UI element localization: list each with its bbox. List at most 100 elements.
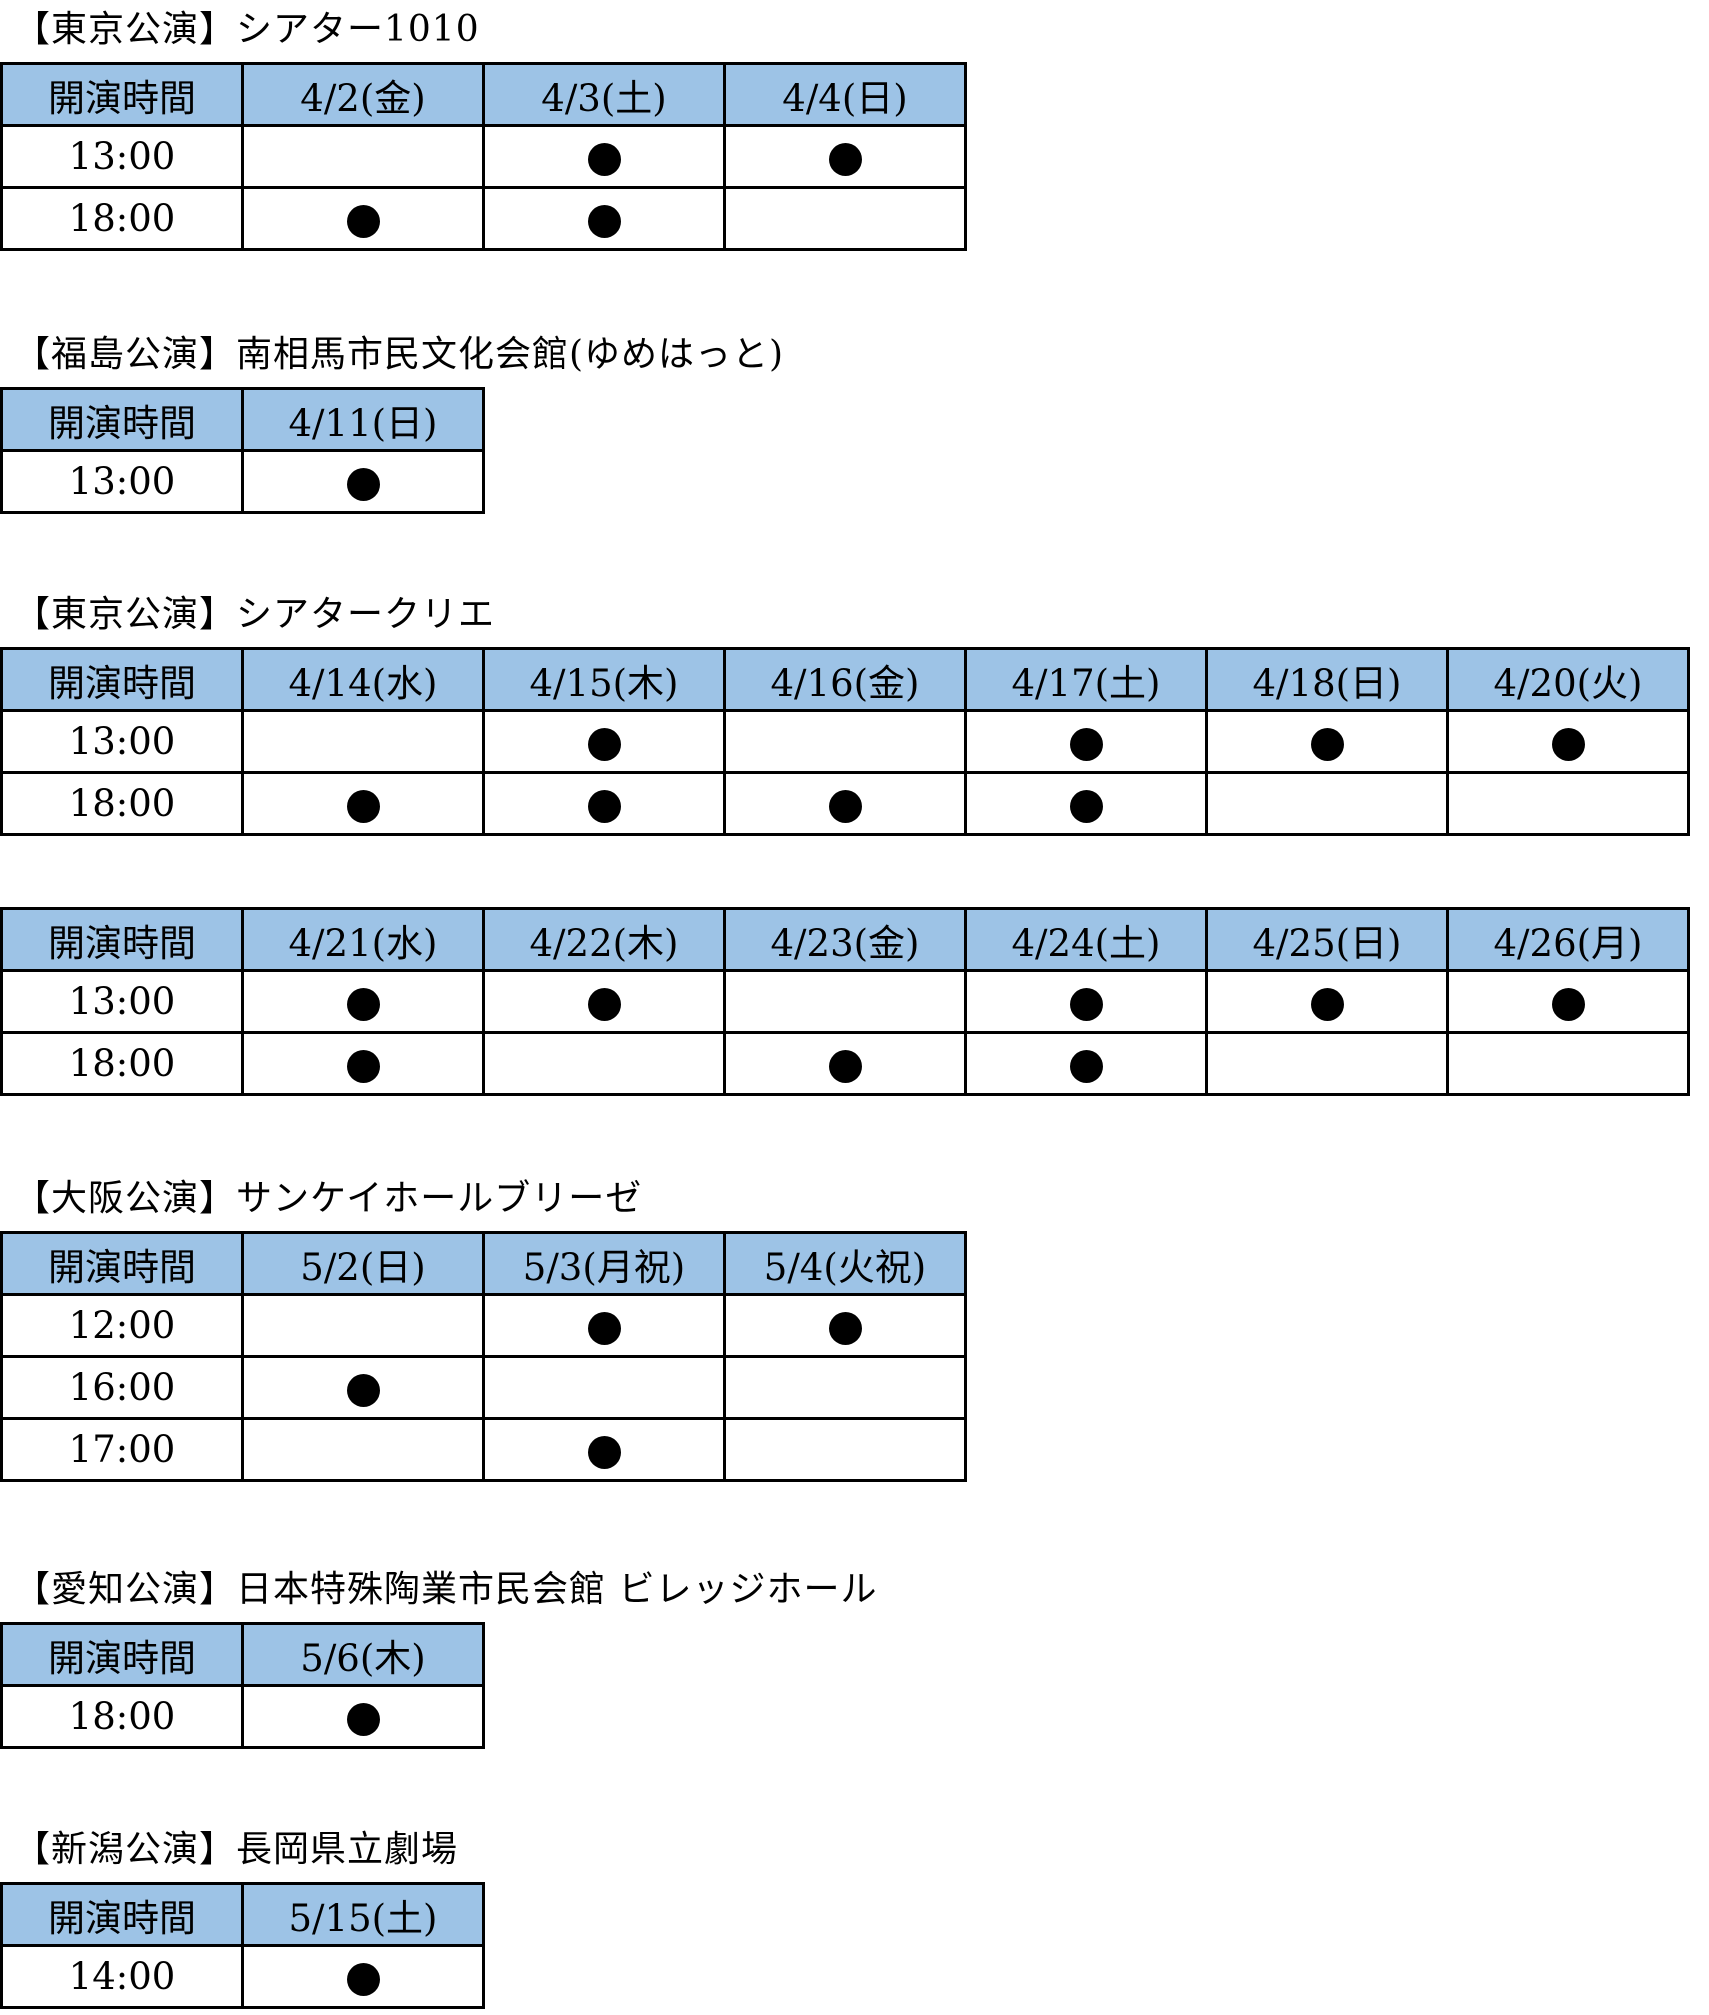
- table-row: 18:00: [0, 1684, 485, 1749]
- table-row: 14:00: [0, 1944, 485, 2009]
- performance-cell: [964, 709, 1208, 774]
- performance-dot-icon: [1069, 1050, 1103, 1083]
- date-header: 5/4(火祝): [723, 1231, 967, 1296]
- performance-cell: [241, 771, 485, 836]
- performance-cell: [241, 124, 485, 189]
- date-header: 4/15(木): [482, 647, 726, 712]
- performance-cell: [723, 1355, 967, 1420]
- performance-cell: [241, 709, 485, 774]
- performance-cell: [482, 1293, 726, 1358]
- time-cell: 18:00: [0, 1031, 244, 1096]
- table-row: 18:00: [0, 1031, 1690, 1096]
- performance-cell: [482, 1031, 726, 1096]
- performance-cell: [482, 709, 726, 774]
- performance-dot-icon: [587, 1436, 621, 1469]
- performance-cell: [964, 1031, 1208, 1096]
- venue-title: 【東京公演】シアター1010: [14, 9, 480, 50]
- date-header: 4/21(水): [241, 907, 485, 972]
- performance-dot-icon: [828, 1050, 862, 1083]
- performance-dot-icon: [346, 988, 380, 1021]
- time-cell: 18:00: [0, 771, 244, 836]
- performance-cell: [482, 124, 726, 189]
- performance-cell: [723, 186, 967, 251]
- table-row: 13:00: [0, 709, 1690, 774]
- performance-dot-icon: [1310, 728, 1344, 761]
- table-row: 13:00: [0, 449, 485, 514]
- table-row: 13:00: [0, 124, 967, 189]
- performance-cell: [1446, 771, 1690, 836]
- performance-cell: [723, 771, 967, 836]
- performance-cell: [1446, 969, 1690, 1034]
- performance-cell: [723, 1293, 967, 1358]
- performance-cell: [723, 1417, 967, 1482]
- performance-cell: [482, 1417, 726, 1482]
- performance-dot-icon: [828, 143, 862, 176]
- performance-dot-icon: [346, 205, 380, 238]
- performance-dot-icon: [1310, 988, 1344, 1021]
- date-header: 5/15(土): [241, 1882, 485, 1947]
- venue-title: 【大阪公演】サンケイホールブリーゼ: [14, 1178, 643, 1219]
- date-header: 5/3(月祝): [482, 1231, 726, 1296]
- header-time-label: 開演時間: [0, 62, 244, 127]
- performance-cell: [241, 1031, 485, 1096]
- performance-dot-icon: [1069, 790, 1103, 823]
- performance-dot-icon: [1551, 988, 1585, 1021]
- performance-cell: [241, 186, 485, 251]
- performance-cell: [723, 969, 967, 1034]
- performance-cell: [482, 1355, 726, 1420]
- time-cell: 17:00: [0, 1417, 244, 1482]
- time-cell: 13:00: [0, 124, 244, 189]
- performance-dot-icon: [1551, 728, 1585, 761]
- date-header: 4/3(土): [482, 62, 726, 127]
- performance-cell: [241, 969, 485, 1034]
- performance-cell: [964, 771, 1208, 836]
- time-cell: 18:00: [0, 1684, 244, 1749]
- performance-cell: [1446, 1031, 1690, 1096]
- header-time-label: 開演時間: [0, 1882, 244, 1947]
- date-header: 5/2(日): [241, 1231, 485, 1296]
- date-header: 4/25(日): [1205, 907, 1449, 972]
- header-time-label: 開演時間: [0, 1622, 244, 1687]
- performance-cell: [723, 1031, 967, 1096]
- performance-dot-icon: [1069, 988, 1103, 1021]
- date-header: 4/18(日): [1205, 647, 1449, 712]
- performance-cell: [241, 449, 485, 514]
- header-time-label: 開演時間: [0, 647, 244, 712]
- performance-dot-icon: [346, 1703, 380, 1736]
- date-header: 4/23(金): [723, 907, 967, 972]
- performance-dot-icon: [346, 1374, 380, 1407]
- table-row: 13:00: [0, 969, 1690, 1034]
- time-cell: 13:00: [0, 709, 244, 774]
- performance-dot-icon: [587, 988, 621, 1021]
- performance-cell: [241, 1355, 485, 1420]
- table-row: 16:00: [0, 1355, 967, 1420]
- performance-cell: [482, 771, 726, 836]
- performance-cell: [1446, 709, 1690, 774]
- performance-cell: [241, 1293, 485, 1358]
- venue-title: 【東京公演】シアタークリエ: [14, 594, 496, 635]
- performance-dot-icon: [1069, 728, 1103, 761]
- date-header: 4/17(土): [964, 647, 1208, 712]
- table-row: 17:00: [0, 1417, 967, 1482]
- table-row: 18:00: [0, 186, 967, 251]
- performance-dot-icon: [587, 1312, 621, 1345]
- performance-cell: [723, 124, 967, 189]
- performance-dot-icon: [346, 790, 380, 823]
- table-row: 12:00: [0, 1293, 967, 1358]
- time-cell: 18:00: [0, 186, 244, 251]
- date-header: 4/16(金): [723, 647, 967, 712]
- date-header: 4/26(月): [1446, 907, 1690, 972]
- performance-dot-icon: [828, 1312, 862, 1345]
- venue-title: 【愛知公演】日本特殊陶業市民会館 ビレッジホール: [14, 1569, 878, 1610]
- performance-cell: [1205, 969, 1449, 1034]
- time-cell: 12:00: [0, 1293, 244, 1358]
- performance-cell: [241, 1944, 485, 2009]
